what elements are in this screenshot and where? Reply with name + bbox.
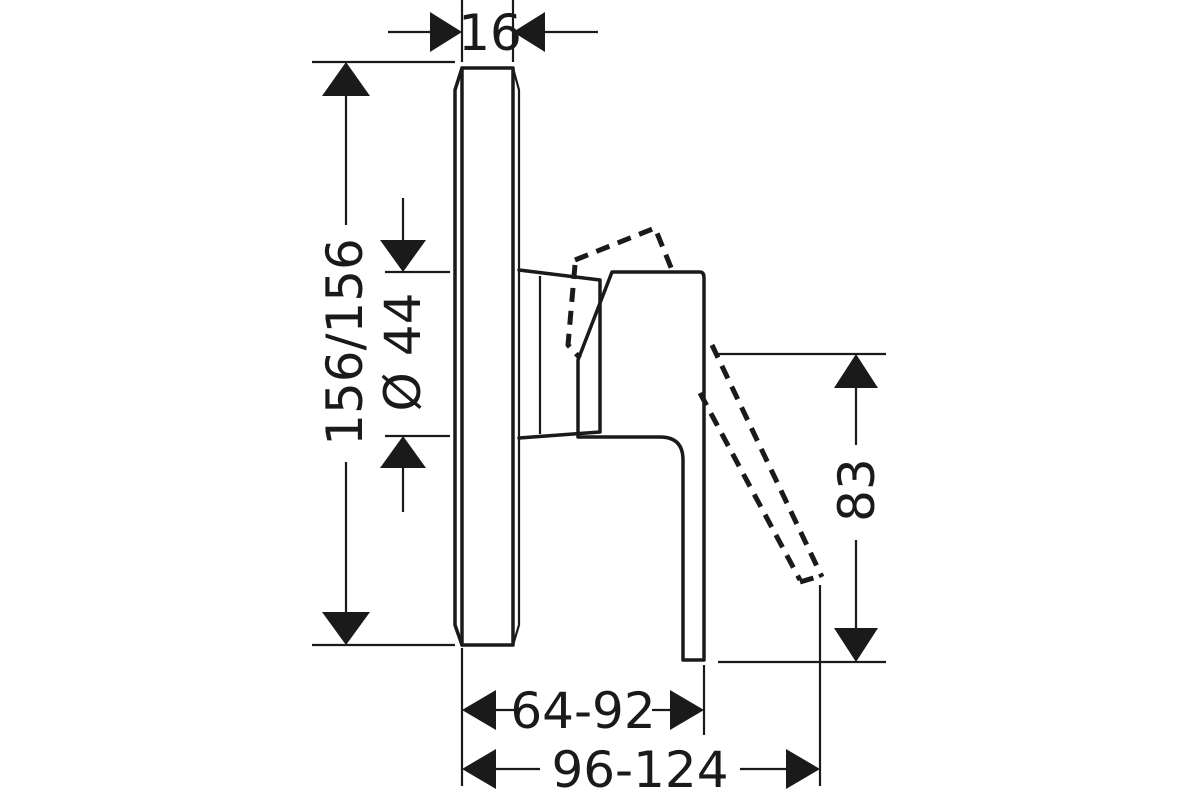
dim-lever-drop: 83	[718, 352, 886, 664]
wall-plate	[453, 66, 521, 647]
dim-label-plate-depth: 16	[458, 4, 522, 62]
cartridge-body	[517, 268, 602, 440]
dim-label-plate-height: 156/156	[316, 238, 374, 446]
dim-label-knob-diameter: Ø 44	[374, 293, 432, 412]
dim-projection-open: 96-124	[462, 741, 820, 799]
lever-closed	[576, 270, 706, 662]
dim-plate-depth: 16	[388, 0, 598, 62]
dim-label-projection-closed: 64-92	[510, 682, 655, 740]
dim-projection-closed: 64-92	[462, 682, 704, 740]
extension-lines	[460, 585, 822, 786]
dim-label-lever-drop: 83	[828, 458, 886, 522]
lever-open-dashed	[565, 225, 825, 585]
dim-label-projection-open: 96-124	[551, 741, 728, 799]
dim-plate-height: 156/156	[312, 60, 455, 647]
dim-knob-diameter: Ø 44	[374, 198, 450, 512]
